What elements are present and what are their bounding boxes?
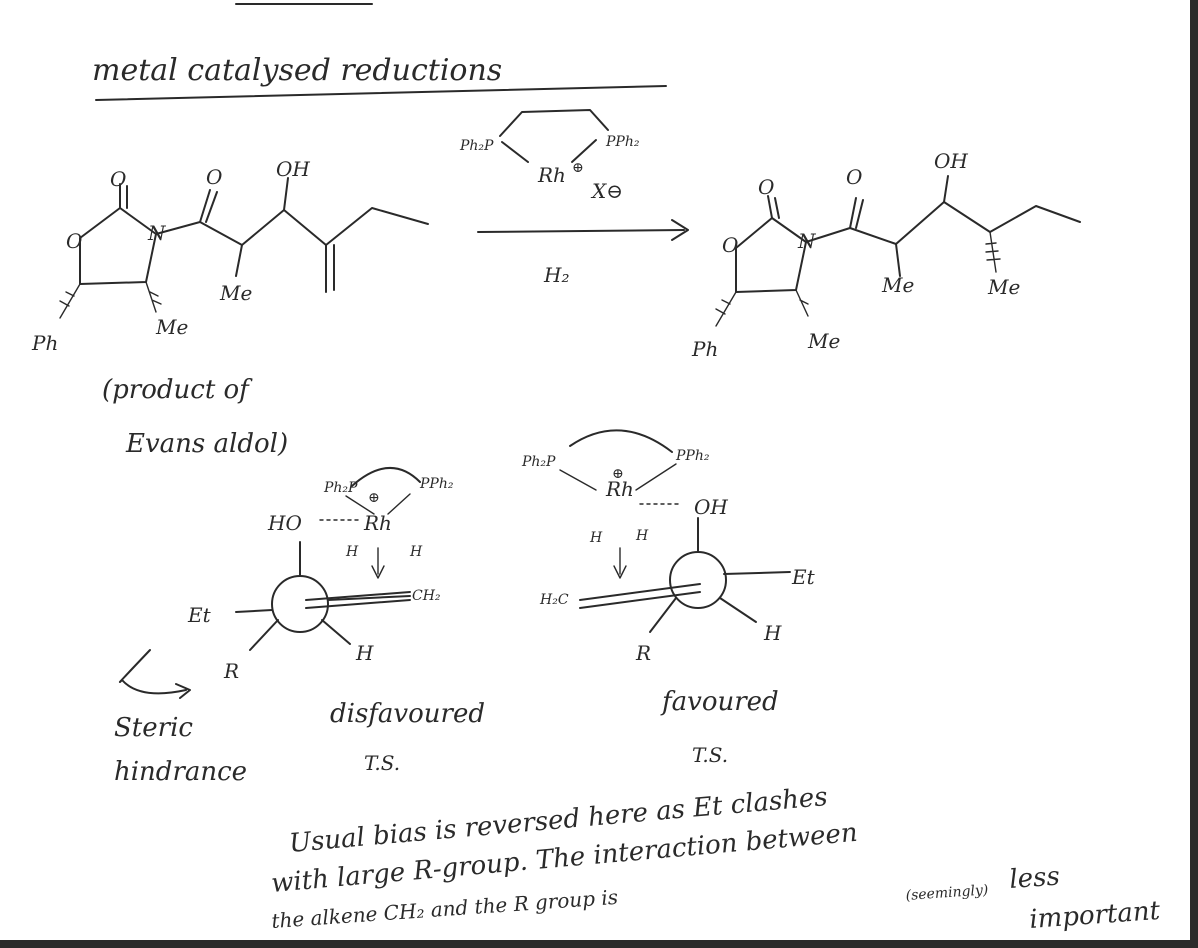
product-ph: Ph xyxy=(691,337,718,361)
ts1-h1: H xyxy=(345,544,359,560)
ts1-label-ts: T.S. xyxy=(364,751,400,775)
product-me1: Me xyxy=(881,273,914,297)
page-title: metal catalysed reductions xyxy=(92,53,502,88)
ts1-ligand-right: PPh₂ xyxy=(419,476,454,492)
ts2-h1: H xyxy=(589,530,603,546)
substrate-o-left: O xyxy=(110,167,126,191)
ts2-h2c: H₂C xyxy=(539,592,569,608)
ts-disfavoured-structure xyxy=(119,467,421,699)
ts1-ligand-left: Ph₂P xyxy=(323,480,358,496)
note-line-1: (product of xyxy=(102,375,253,405)
substrate-ring-me: Me xyxy=(155,315,188,339)
ts2-h2: H xyxy=(635,528,649,544)
product-o-acyl: O xyxy=(846,165,862,189)
title-underline xyxy=(95,85,667,101)
catalyst-charge: ⊕ xyxy=(572,160,584,176)
substrate-structure xyxy=(59,177,429,319)
ts1-h3: H xyxy=(355,641,374,665)
reagent-h2: H₂ xyxy=(543,263,569,287)
ts2-label: favoured xyxy=(660,687,779,717)
ts2-charge: ⊕ xyxy=(612,466,624,482)
ts1-ho: HO xyxy=(267,511,302,535)
product-o-left: O xyxy=(758,175,774,199)
ts1-ch2: CH₂ xyxy=(412,588,441,604)
ts2-ligand-left: Ph₂P xyxy=(521,454,556,470)
ts2-metal: Rh xyxy=(605,477,634,501)
product-oh: OH xyxy=(934,149,968,173)
steric-label-2: hindrance xyxy=(114,757,247,787)
ts2-oh: OH xyxy=(694,495,728,519)
substrate-n: N xyxy=(147,221,167,245)
explanation-line-4: important xyxy=(1028,896,1161,935)
ts1-r: R xyxy=(223,659,239,683)
catalyst-structure xyxy=(499,109,609,163)
explanation-line-3c: less xyxy=(1008,862,1060,895)
note-line-2: Evans aldol) xyxy=(125,429,288,459)
substrate-o-ring: O xyxy=(66,229,82,253)
substrate-ph: Ph xyxy=(31,331,58,355)
ts1-et: Et xyxy=(187,603,212,627)
explanation-line-3b: (seemingly) xyxy=(905,882,989,904)
product-n: N xyxy=(797,229,817,253)
product-structure xyxy=(715,175,1081,327)
ts2-ligand-right: PPh₂ xyxy=(675,448,710,464)
ts2-label-ts: T.S. xyxy=(692,743,728,767)
catalyst-metal: Rh xyxy=(537,163,566,187)
ts1-metal: Rh xyxy=(363,511,392,535)
ts1-label: disfavoured xyxy=(330,699,485,729)
product-o-ring: O xyxy=(722,233,738,257)
catalyst-ligand-right: PPh₂ xyxy=(605,134,640,150)
ts2-h3: H xyxy=(763,621,782,645)
ts1-h2: H xyxy=(409,544,423,560)
ts-favoured-structure xyxy=(559,429,791,633)
catalyst-counterion: X⊖ xyxy=(590,179,623,203)
ts1-charge: ⊕ xyxy=(368,490,380,506)
product-ring-me: Me xyxy=(807,329,840,353)
substrate-o-acyl: O xyxy=(206,165,222,189)
catalyst-ligand-left: Ph₂P xyxy=(459,138,494,154)
product-me2: Me xyxy=(987,275,1020,299)
steric-label-1: Steric xyxy=(114,713,193,743)
substrate-me: Me xyxy=(219,281,252,305)
ts2-r: R xyxy=(635,641,651,665)
substrate-oh: OH xyxy=(276,157,310,181)
ts2-et: Et xyxy=(791,565,816,589)
reaction-arrow xyxy=(477,219,689,241)
